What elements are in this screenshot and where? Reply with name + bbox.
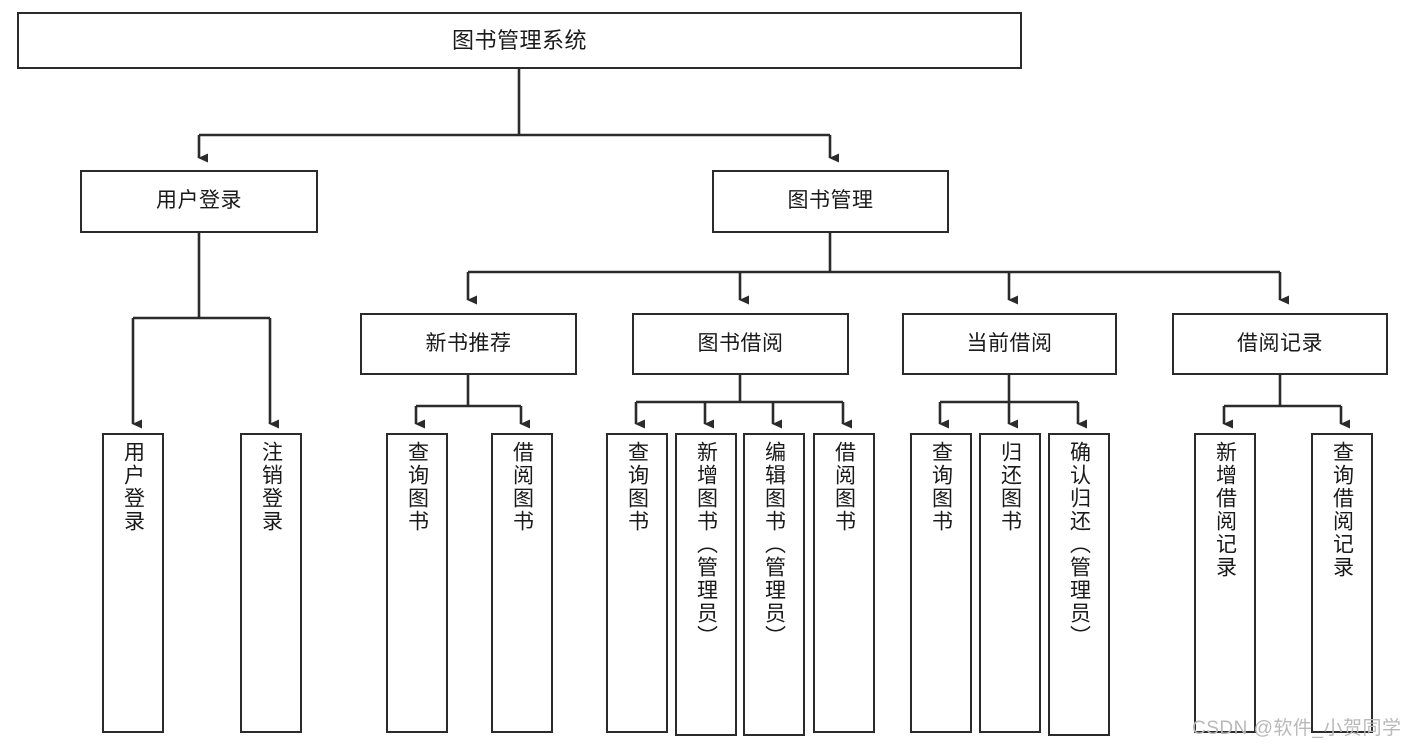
node-user-login[interactable]: 用户登录 [80,170,318,233]
leaf-borrow-record-add-record[interactable]: 新增借阅记录 [1194,433,1256,733]
leaf-book-borrow-add-book-admin[interactable]: 新增图书（管理员） [675,433,737,736]
node-label: 归还图书 [998,441,1022,533]
leaf-new-book-borrow-book[interactable]: 借阅图书 [491,433,553,733]
node-label: 图书管理 [787,189,874,213]
node-label: 查询图书 [929,441,953,533]
leaf-new-book-query-book[interactable]: 查询图书 [386,433,448,733]
node-label: 借阅图书 [832,441,856,533]
node-label: 图书借阅 [697,331,784,355]
node-label: 用户登录 [156,189,242,213]
leaf-user-login-logout[interactable]: 注销登录 [240,433,302,733]
node-label: 新增借阅记录 [1213,441,1237,579]
node-root-book-management-system[interactable]: 图书管理系统 [17,12,1022,69]
leaf-user-login-login[interactable]: 用户登录 [102,433,164,733]
leaf-book-borrow-edit-book-admin[interactable]: 编辑图书（管理员） [743,433,805,736]
node-label: 查询图书 [405,441,429,533]
node-label: 借阅记录 [1237,331,1323,355]
leaf-borrow-record-query-record[interactable]: 查询借阅记录 [1311,433,1373,733]
node-label: 图书管理系统 [451,27,587,53]
node-label: 当前借阅 [966,331,1053,355]
node-book-borrowing[interactable]: 图书借阅 [632,313,849,375]
leaf-current-borrow-query-book[interactable]: 查询图书 [910,433,972,733]
node-label: 查询借阅记录 [1330,441,1354,579]
node-label: 新增图书（管理员） [694,441,718,648]
leaf-book-borrow-borrow-book[interactable]: 借阅图书 [813,433,875,733]
node-label: 查询图书 [625,441,649,533]
leaf-book-borrow-query-book[interactable]: 查询图书 [606,433,668,733]
node-current-borrowing[interactable]: 当前借阅 [902,313,1117,375]
leaf-current-borrow-confirm-return-admin[interactable]: 确认归还（管理员） [1048,433,1110,736]
node-label: 确认归还（管理员） [1067,441,1091,648]
node-label: 编辑图书（管理员） [762,441,786,648]
watermark-text: CSDN @软件_小贺同学 [1192,718,1402,739]
leaf-current-borrow-return-book[interactable]: 归还图书 [979,433,1041,733]
node-label: 新书推荐 [425,331,512,355]
node-label: 注销登录 [259,441,283,533]
node-borrowing-record[interactable]: 借阅记录 [1172,313,1388,375]
node-label: 借阅图书 [510,441,534,533]
node-new-book-recommendation[interactable]: 新书推荐 [360,313,577,375]
node-book-management[interactable]: 图书管理 [712,170,949,233]
node-label: 用户登录 [121,441,145,533]
